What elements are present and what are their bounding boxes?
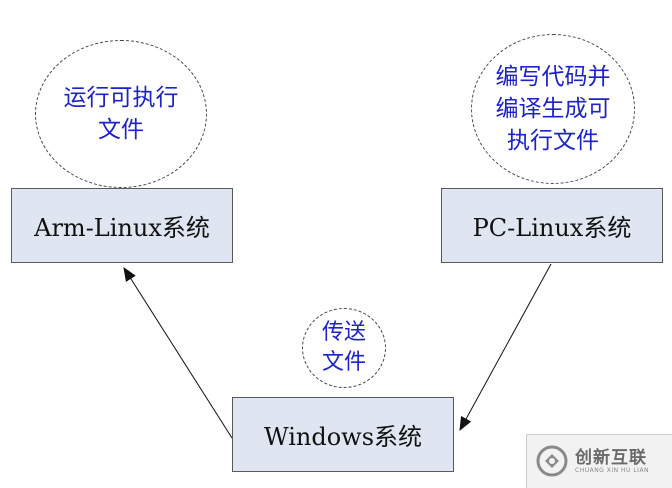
- watermark-sub: CHUANG XIN HU LIAN: [575, 467, 650, 474]
- bubble-compile-line-3: 执行文件: [507, 128, 599, 154]
- bubble-compile-line-2: 编译生成可: [495, 96, 611, 122]
- bubble-run-line-1: 运行可执行: [63, 85, 179, 111]
- node-windows-label: Windows系统: [263, 423, 423, 451]
- node-arm-linux-label: Arm-Linux系统: [34, 214, 210, 242]
- bubble-transfer-file: 传送 文件: [302, 308, 386, 388]
- watermark-logo-icon: [536, 445, 568, 477]
- bubble-transfer-line-2: 文件: [321, 350, 366, 375]
- arrow-pc-to-windows: [459, 263, 552, 432]
- bubble-compile-line-1: 编写代码并: [495, 64, 611, 90]
- node-windows: Windows系统: [232, 397, 454, 472]
- arrow-windows-to-arm: [123, 267, 233, 439]
- watermark-name: 创新互联: [575, 448, 647, 468]
- bubble-compile-code: 编写代码并 编译生成可 执行文件: [471, 34, 635, 184]
- bubble-run-executable: 运行可执行 文件: [35, 40, 207, 188]
- bubble-transfer-line-1: 传送: [321, 320, 366, 345]
- bubble-run-line-2: 文件: [98, 117, 144, 143]
- node-arm-linux: Arm-Linux系统: [11, 188, 233, 263]
- node-pc-linux-label: PC-Linux系统: [472, 214, 632, 242]
- watermark: 创新互联 CHUANG XIN HU LIAN: [526, 434, 672, 488]
- node-pc-linux: PC-Linux系统: [441, 188, 663, 263]
